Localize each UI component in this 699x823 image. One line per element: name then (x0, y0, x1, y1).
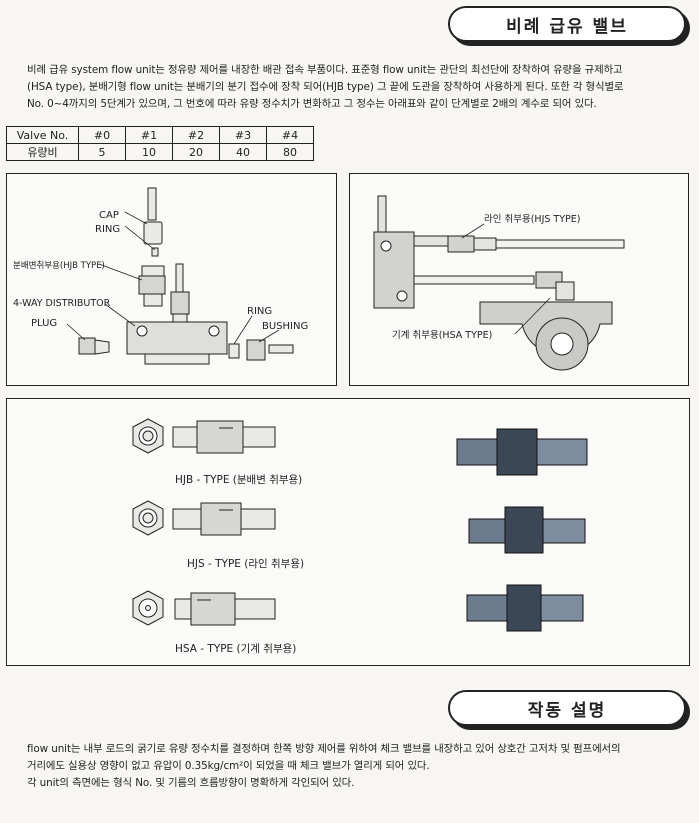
table-row: Valve No. #0 #1 #2 #3 #4 (6, 126, 314, 144)
page-title: 비례 급유 밸브 (448, 6, 686, 42)
bushing-label: BUSHING (262, 321, 308, 332)
operation-line: 각 unit의 측면에는 형식 No. 및 기름의 흐름방향이 명확하게 각인되… (27, 777, 355, 789)
cap-label: CAP (99, 210, 119, 221)
mounting-diagram: 라인 취부용(HJS TYPE) 기계 취부용(HSA TYPE) (349, 173, 689, 386)
intro-line: 비례 급유 system flow unit는 정유량 제어를 내장한 배관 접… (27, 64, 623, 76)
table-cell: #0 (78, 126, 126, 144)
table-cell: #3 (219, 126, 267, 144)
operation-line: flow unit는 내부 로드의 굵기로 유량 정수치를 결정하며 한쪽 방향… (27, 743, 621, 755)
distributor-label: 4-WAY DISTRIBUTOR (13, 298, 111, 309)
unit-types-drawing: HJB - TYPE (분배변 취부용) HJS - TYPE (라인 취부용)… (132, 418, 588, 655)
operation-paragraph: flow unit는 내부 로드의 굵기로 유량 정수치를 결정하며 한쪽 방향… (27, 741, 682, 792)
valve-flow-ratio-table: Valve No. #0 #1 #2 #3 #4 유량비 5 10 20 40 … (6, 126, 314, 161)
table-cell: #2 (172, 126, 220, 144)
hjb-type-label: HJB - TYPE (분배변 취부용) (175, 474, 302, 486)
ring-label: RING (95, 224, 120, 235)
intro-line: No. 0~4까지의 5단계가 있으며, 그 번호에 따라 유량 정수치가 변화… (27, 98, 597, 110)
ring-label: RING (247, 306, 272, 317)
hjs-label: 라인 취부용(HJS TYPE) (484, 214, 580, 225)
hsa-label: 기계 취부용(HSA TYPE) (392, 329, 492, 341)
hsa-type-label: HSA - TYPE (기계 취부용) (175, 643, 296, 655)
hjs-type-label: HJS - TYPE (라인 취부용) (187, 558, 304, 570)
table-cell: 40 (219, 143, 267, 161)
plug-label: PLUG (31, 318, 57, 329)
table-cell: 10 (125, 143, 173, 161)
operation-line: 거리에도 실용상 영향이 없고 유압이 0.35kg/cm²이 되었을 때 체크… (27, 760, 430, 772)
assembly-drawing: CAP RING 분배변취부용(HJB TYPE) 4-WAY DISTRIBU… (13, 187, 308, 365)
intro-paragraph: 비례 급유 system flow unit는 정유량 제어를 내장한 배관 접… (27, 62, 677, 113)
section-title: 작동 설명 (448, 690, 686, 726)
intro-line: (HSA type), 분배기형 flow unit는 분배기의 분기 접수에 … (27, 81, 624, 93)
unit-types-panel: HJB - TYPE (분배변 취부용) HJS - TYPE (라인 취부용)… (6, 398, 690, 666)
table-cell: 80 (266, 143, 314, 161)
table-cell: Valve No. (6, 126, 79, 144)
assembly-diagram: CAP RING 분배변취부용(HJB TYPE) 4-WAY DISTRIBU… (6, 173, 337, 386)
table-row: 유량비 5 10 20 40 80 (6, 143, 314, 161)
table-cell: 유량비 (6, 143, 79, 161)
table-cell: #4 (266, 126, 314, 144)
mounting-drawing: 라인 취부용(HJS TYPE) 기계 취부용(HSA TYPE) (373, 195, 625, 371)
table-cell: 5 (78, 143, 126, 161)
table-cell: 20 (172, 143, 220, 161)
hjb-label: 분배변취부용(HJB TYPE) (13, 260, 105, 271)
table-cell: #1 (125, 126, 173, 144)
